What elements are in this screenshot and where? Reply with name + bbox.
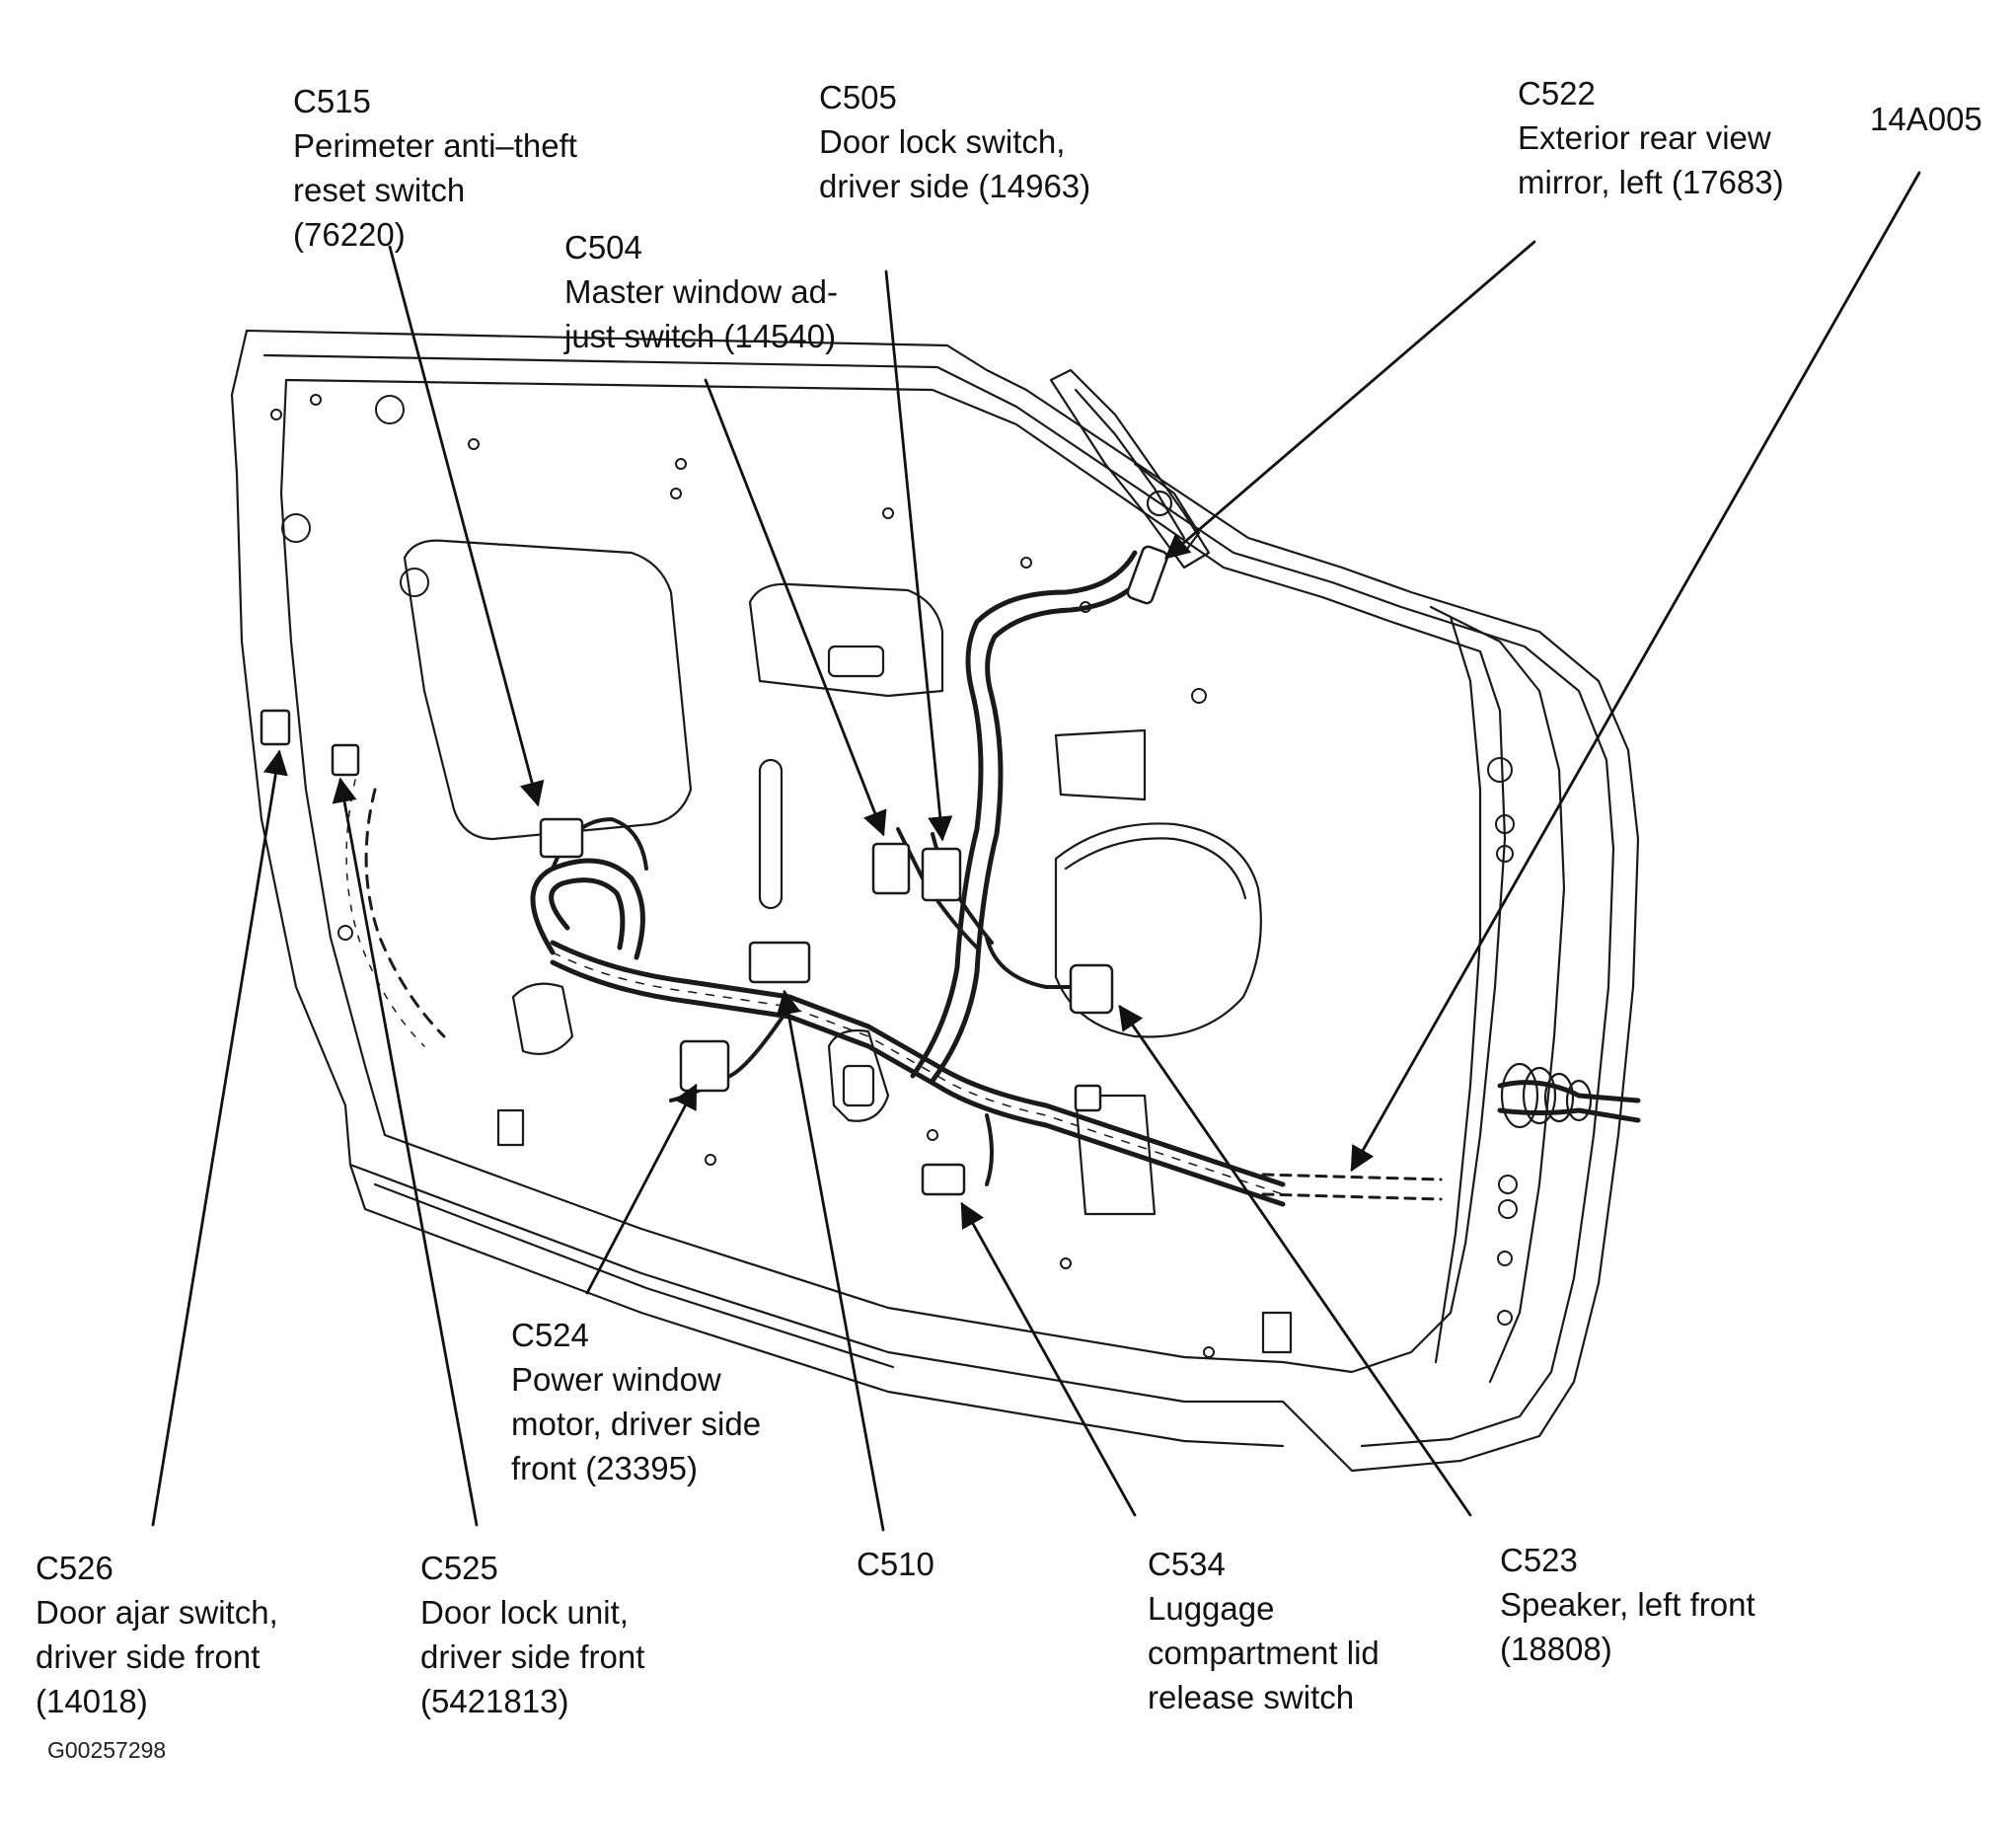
- connector-c526: [260, 709, 291, 746]
- callout-desc: Master window ad- just switch (14540): [564, 273, 838, 354]
- wiring-harness: [345, 550, 1641, 1207]
- connector-c534: [921, 1163, 966, 1196]
- callout-code: C524: [511, 1317, 589, 1353]
- callout-code: C525: [420, 1550, 498, 1586]
- callout-desc: Perimeter anti–theft reset switch (76220…: [293, 127, 577, 253]
- connector-c525: [331, 743, 360, 777]
- leader-lines: [151, 171, 1921, 1532]
- callout-c525: C525 Door lock unit, driver side front (…: [420, 1546, 644, 1723]
- leader-c524: [585, 1083, 698, 1295]
- callout-c515: C515 Perimeter anti–theft reset switch (…: [293, 79, 577, 257]
- callout-code: C510: [857, 1546, 934, 1582]
- callout-code: C522: [1518, 75, 1596, 112]
- callout-c526: C526 Door ajar switch, driver side front…: [36, 1546, 278, 1723]
- leader-c515: [388, 245, 545, 807]
- connector-c505: [921, 847, 962, 902]
- connector-c522: [1126, 545, 1169, 605]
- callout-c534: C534 Luggage compartment lid release swi…: [1148, 1542, 1380, 1719]
- leader-c525: [332, 777, 479, 1527]
- callout-code: C523: [1500, 1542, 1578, 1578]
- callout-c523: C523 Speaker, left front (18808): [1500, 1538, 1755, 1671]
- leader-c505: [884, 269, 953, 842]
- connector-c504: [871, 842, 911, 895]
- callout-code: 14A005: [1870, 101, 1982, 137]
- callout-c504: C504 Master window ad- just switch (1454…: [564, 225, 838, 358]
- figure-id: G00257298: [47, 1737, 167, 1763]
- callout-desc: Door lock switch, driver side (14963): [819, 123, 1091, 204]
- callout-desc: Door ajar switch, driver side front (140…: [36, 1594, 278, 1719]
- leader-c522: [1164, 240, 1536, 560]
- leader-c504: [704, 378, 887, 837]
- callout-code: C534: [1148, 1546, 1226, 1582]
- connector-c523: [1069, 963, 1114, 1015]
- door-shell: [230, 329, 1640, 1473]
- leader-c534: [960, 1201, 1137, 1517]
- panel-cutouts: [403, 539, 1293, 1354]
- connectors: [260, 545, 1169, 1196]
- callout-code: C526: [36, 1550, 113, 1586]
- callout-c505: C505 Door lock switch, driver side (1496…: [819, 75, 1090, 208]
- callout-desc: Power window motor, driver side front (2…: [511, 1361, 762, 1486]
- callout-14a005: 14A005: [1870, 97, 1982, 141]
- callout-desc: Door lock unit, driver side front (54218…: [420, 1594, 645, 1719]
- callout-c522: C522 Exterior rear view mirror, left (17…: [1518, 71, 1784, 204]
- callout-code: C515: [293, 83, 371, 119]
- callout-c510: C510: [857, 1542, 934, 1586]
- leader-c523: [1118, 1004, 1472, 1517]
- mirror-mount: [1049, 368, 1211, 570]
- connector-c510: [748, 941, 811, 984]
- callout-c524: C524 Power window motor, driver side fro…: [511, 1313, 761, 1490]
- leader-c510: [776, 989, 885, 1532]
- leader-14a005: [1350, 171, 1921, 1173]
- callout-desc: Luggage compartment lid release switch: [1148, 1590, 1380, 1715]
- connector-c515: [539, 817, 584, 859]
- callout-code: C505: [819, 79, 897, 115]
- leader-c526: [151, 749, 288, 1527]
- connector-c524: [679, 1039, 730, 1093]
- callout-code: C504: [564, 229, 642, 266]
- callout-desc: Speaker, left front (18808): [1500, 1586, 1755, 1667]
- callout-desc: Exterior rear view mirror, left (17683): [1518, 119, 1784, 200]
